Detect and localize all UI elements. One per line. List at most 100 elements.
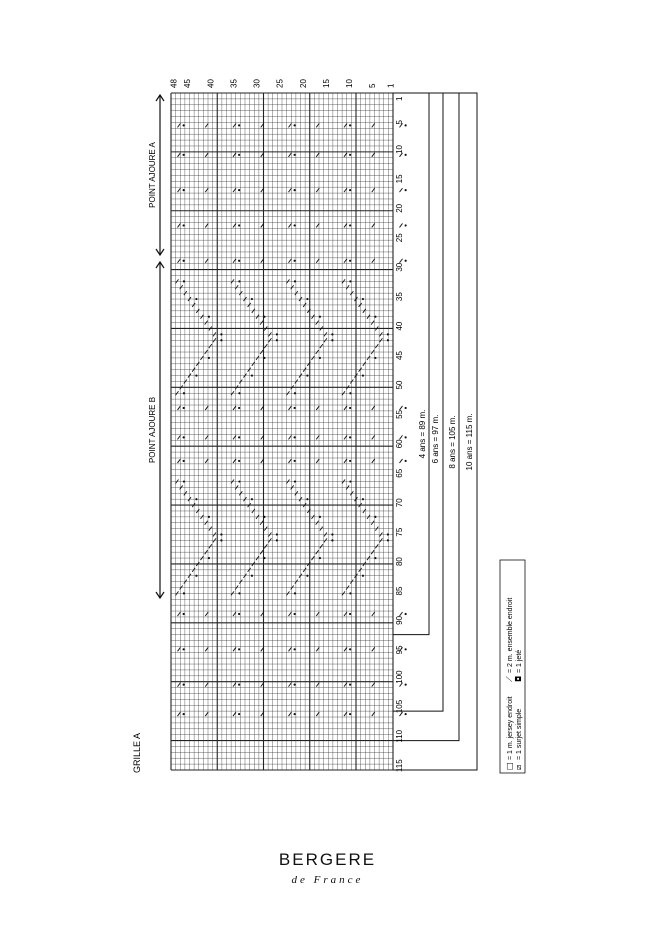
yarn-over-symbol	[182, 480, 186, 483]
decrease-symbol	[243, 496, 247, 502]
decrease-symbol	[362, 361, 367, 367]
decrease-symbol	[208, 326, 213, 331]
decrease-symbol	[232, 611, 237, 617]
row-axis-label: 45	[395, 351, 404, 360]
decrease-symbol	[354, 373, 358, 378]
decrease-symbol	[263, 544, 268, 549]
decrease-symbol	[177, 435, 181, 440]
decrease-symbol	[260, 611, 265, 617]
decrease-symbol	[399, 405, 403, 411]
decrease-symbol	[230, 279, 235, 284]
yarn-over-symbol	[404, 406, 407, 410]
decrease-symbol	[260, 258, 265, 264]
yarn-over-symbol	[349, 153, 352, 156]
decrease-symbol	[371, 258, 376, 264]
decrease-symbol	[298, 573, 303, 579]
yarn-over-symbol	[238, 612, 241, 616]
decrease-symbol	[362, 508, 367, 514]
decrease-symbol	[341, 279, 346, 284]
decrease-symbol	[204, 458, 209, 464]
yarn-over-symbol	[361, 374, 365, 377]
yarn-over-symbol	[293, 459, 296, 463]
decrease-symbol	[204, 187, 209, 193]
decrease-symbol	[371, 458, 376, 464]
decrease-symbol	[371, 435, 376, 440]
yarn-over-symbol	[349, 683, 352, 686]
yarn-over-symbol	[349, 612, 352, 616]
decrease-symbol	[243, 296, 247, 302]
decrease-symbol	[311, 355, 315, 361]
decrease-symbol	[177, 682, 181, 687]
legend-text-jete: = 1 jeté	[516, 650, 523, 673]
decrease-symbol	[232, 435, 237, 440]
decrease-symbol	[294, 491, 299, 496]
decrease-symbol	[343, 458, 348, 464]
decrease-symbol	[204, 258, 209, 264]
decrease-symbol	[179, 284, 184, 290]
decrease-symbol	[358, 502, 363, 508]
decrease-symbol	[349, 491, 354, 496]
yarn-over-symbol	[349, 392, 352, 395]
decrease-symbol	[232, 647, 237, 652]
decrease-symbol	[259, 320, 264, 325]
decrease-symbol	[370, 349, 375, 355]
yarn-over-symbol	[293, 480, 297, 483]
decrease-symbol	[238, 379, 243, 384]
yarn-over-symbol	[349, 280, 352, 283]
row-axis-label: 35	[395, 292, 404, 301]
decrease-symbol	[290, 585, 295, 590]
row-axis-label: 105	[395, 699, 404, 713]
section-label-b: POINT AJOURE B	[148, 397, 157, 463]
decrease-symbol	[268, 538, 272, 543]
yarn-over-symbol	[182, 683, 185, 686]
decrease-symbol	[306, 561, 311, 567]
size-label-10ans: 10 ans = 115 m.	[465, 414, 474, 471]
decrease-symbol	[323, 337, 328, 343]
decrease-symbol	[212, 532, 217, 537]
decrease-symbol	[370, 549, 375, 555]
yarn-over-symbol	[275, 533, 278, 536]
decrease-symbol	[298, 373, 303, 378]
decrease-symbol	[358, 567, 363, 573]
decrease-symbol	[183, 491, 188, 496]
decrease-symbol	[259, 520, 264, 526]
yarn-over-symbol	[238, 436, 241, 439]
decrease-symbol	[251, 561, 256, 567]
row-axis-label: 10	[395, 144, 404, 153]
decrease-symbol	[200, 555, 204, 561]
yarn-over-symbol	[275, 539, 278, 542]
row-axis-label: 80	[395, 557, 404, 566]
yarn-over-symbol	[318, 556, 322, 560]
decrease-symbol	[399, 435, 403, 440]
row-axis-label: 100	[395, 670, 404, 684]
yarn-over-symbol	[293, 612, 296, 616]
decrease-symbol	[311, 314, 315, 319]
decrease-symbol	[179, 385, 184, 390]
decrease-symbol	[366, 555, 371, 561]
yarn-over-symbol	[349, 480, 352, 483]
yarn-over-symbol	[263, 315, 266, 318]
yarn-over-symbol	[182, 153, 185, 156]
decrease-symbol	[315, 405, 320, 411]
decrease-symbol	[191, 302, 196, 308]
row-axis-label: 15	[395, 174, 404, 183]
decrease-symbol	[260, 123, 265, 128]
legend-text-jersey: = 1 m. jersey endroit	[507, 696, 514, 760]
yarn-over-symbol	[220, 539, 223, 542]
row-axis-label: 65	[395, 468, 404, 477]
decrease-symbol	[204, 647, 209, 652]
decrease-symbol	[345, 585, 350, 590]
yarn-over-symbol	[220, 339, 223, 342]
decrease-symbol	[175, 390, 179, 396]
decrease-symbol	[263, 326, 268, 331]
decrease-symbol	[315, 349, 319, 355]
decrease-symbol	[302, 502, 307, 508]
decrease-symbol	[315, 435, 320, 440]
decrease-symbol	[195, 361, 200, 367]
stitch-axis-label: 1	[387, 83, 396, 88]
decrease-symbol	[179, 585, 184, 590]
decrease-symbol	[260, 405, 265, 411]
decrease-symbol	[260, 458, 265, 464]
yarn-over-symbol	[207, 356, 211, 360]
yarn-over-symbol	[404, 459, 407, 463]
